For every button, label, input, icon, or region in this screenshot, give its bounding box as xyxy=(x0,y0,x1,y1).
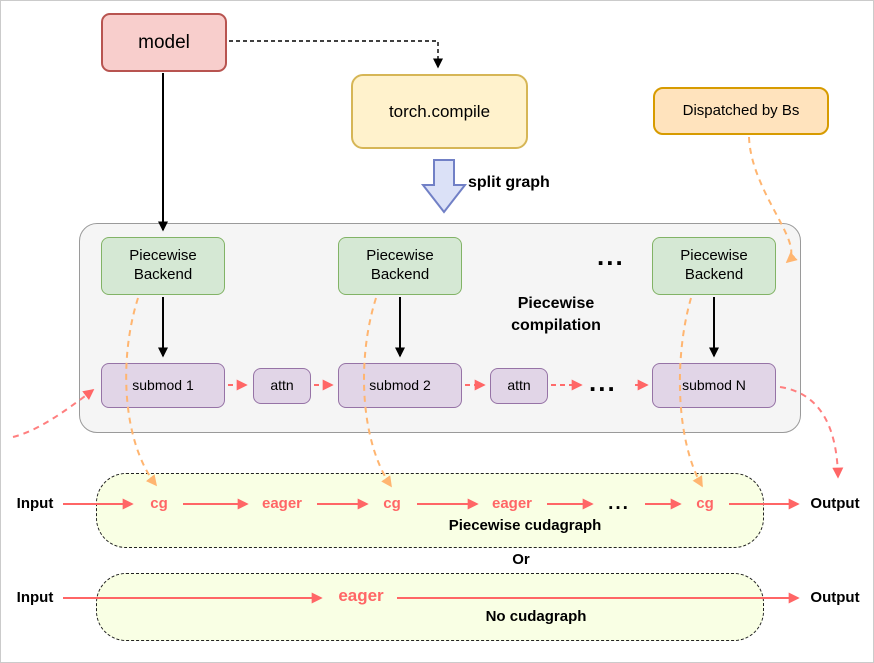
piecewise-compilation-title: Piecewise compilation xyxy=(511,295,601,335)
backend-ellipsis: ... xyxy=(597,241,625,271)
output-label-nocuda: Output xyxy=(810,589,860,606)
attn-node-1: attn xyxy=(253,368,311,404)
piecewise-backend-2: Piecewise Backend xyxy=(338,237,462,295)
piecewise-backend-1: Piecewise Backend xyxy=(101,237,225,295)
piecewise-cudagraph-box xyxy=(96,473,764,548)
eager-step-2: eager xyxy=(491,495,533,512)
piecewise-backend-3: Piecewise Backend xyxy=(652,237,776,295)
split-graph-label: split graph xyxy=(468,174,550,191)
piecewise-cudagraph-caption: Piecewise cudagraph xyxy=(448,517,602,534)
split-graph-arrow-icon xyxy=(420,159,468,214)
eager-step-1: eager xyxy=(261,495,303,512)
cg-step-2: cg xyxy=(383,495,401,512)
submod-1-node: submod 1 xyxy=(101,363,225,408)
step-ellipsis: ... xyxy=(608,493,630,514)
submod-ellipsis: ... xyxy=(589,367,617,397)
torch-compile-node: torch.compile xyxy=(351,74,528,149)
cg-step-1: cg xyxy=(150,495,168,512)
submod-n-node: submod N xyxy=(652,363,776,408)
model-node: model xyxy=(101,13,227,72)
attn-node-2: attn xyxy=(490,368,548,404)
no-cudagraph-box xyxy=(96,573,764,641)
input-label-nocuda: Input xyxy=(16,589,54,606)
submod-2-node: submod 2 xyxy=(338,363,462,408)
cg-step-3: cg xyxy=(696,495,714,512)
output-label-piecewise: Output xyxy=(810,495,860,512)
no-cudagraph-caption: No cudagraph xyxy=(485,608,587,625)
eager-step-nocuda: eager xyxy=(338,586,384,605)
dispatched-by-bs-node: Dispatched by Bs xyxy=(653,87,829,135)
input-label-piecewise: Input xyxy=(16,495,54,512)
arrow-model-to-torch-compile xyxy=(229,40,443,69)
or-label: Or xyxy=(512,551,530,568)
